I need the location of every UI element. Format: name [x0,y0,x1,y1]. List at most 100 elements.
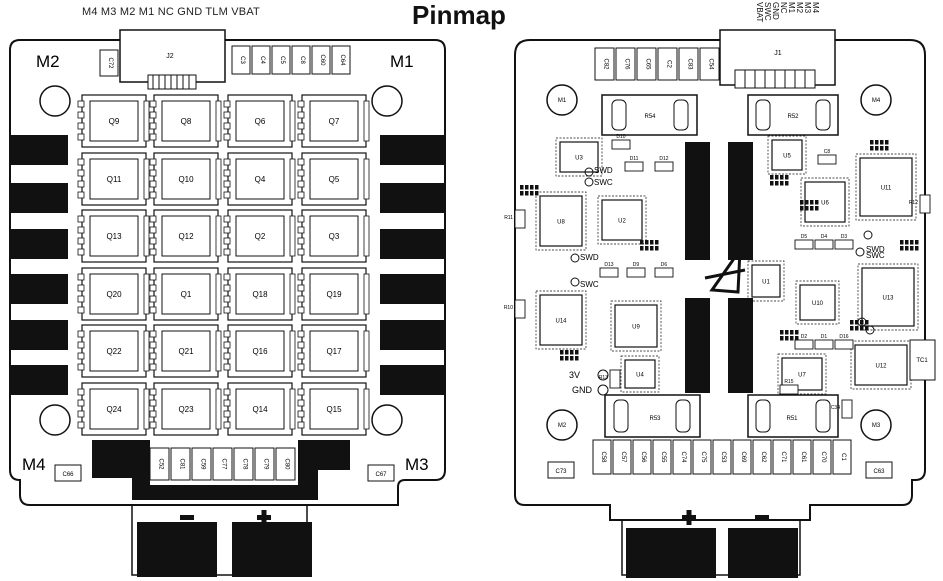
mosfet-label: Q12 [178,232,194,241]
mosfet: Q10 [149,152,222,206]
capacitor: C80 [275,447,296,481]
capacitor: C54 [699,47,720,81]
capacitor: C5 [271,45,291,75]
left-connector-j2 [119,29,226,83]
mosfet-label: Q7 [329,117,340,126]
small-component-label: C8 [824,149,831,155]
small-component-label: D6 [661,262,668,268]
capacitor-label: C77 [221,458,227,470]
mosfet-label: Q8 [181,117,192,126]
left-connector-label: J2 [166,53,174,60]
pad-label: SWD [594,166,613,175]
mosfet-label: Q13 [106,232,122,241]
small-component: D3 [834,234,854,250]
mosfet-label: Q21 [178,347,194,356]
mosfet-label: Q2 [255,232,266,241]
capacitor-label: C5 [279,56,285,64]
capacitor: C78 [233,447,254,481]
right-signal-label: M2 [795,2,804,14]
ic-chip: U4 [620,355,660,393]
capacitor: C65 [636,47,657,81]
brand-logo-mark [704,244,746,294]
left-signal-header: M4 M3 M2 M1 NC GND TLM VBAT [82,6,260,18]
mosfet-label: Q15 [326,405,342,414]
capacitor: C71 [772,439,792,475]
right-signal-label: GND [771,2,780,20]
right-mount-hole-label: M1 [558,98,567,104]
pad-label: SWD [866,245,885,254]
capacitor: C55 [652,439,672,475]
mosfet-label: Q14 [252,405,268,414]
right-mount-hole-label: M4 [872,98,881,104]
pad-cluster [520,185,539,196]
capacitor: C83 [678,47,699,81]
left-motor-pads-right [380,135,445,395]
pad-cluster [780,330,799,341]
small-component: D6 [654,262,674,278]
left-motor-label-m3: M3 [405,455,429,474]
capacitor-label: C4 [259,56,265,64]
mosfet-label: Q17 [326,347,342,356]
ic-chip-label: U12 [875,364,887,370]
mosfet-label: Q24 [106,405,122,414]
right-debug-pads [570,167,875,396]
capacitor: C61 [792,439,812,475]
pad-cluster [900,240,919,251]
left-corner-cap [54,464,82,482]
small-component-label: D9 [633,262,640,268]
pad-cluster [770,175,789,186]
left-plus-symbol [257,510,271,525]
pad-label: SWC [866,251,885,260]
small-component-label: D16 [839,334,848,340]
small-component-label: R10 [504,305,513,311]
capacitor: C82 [594,47,615,81]
capacitor-label: C61 [800,451,806,463]
pad-label: 3V [569,370,580,380]
mosfet: Q6 [223,94,296,148]
ic-chip: U2 [597,195,647,245]
right-black-pads [685,142,753,393]
capacitor: C79 [254,447,275,481]
right-connector-label: J1 [774,50,782,57]
mosfet: Q20 [77,267,150,321]
small-component-label: R11 [504,215,513,221]
capacitor-label: C56 [640,451,646,463]
pad-label: SWC [580,280,599,289]
ic-chip: U14 [535,290,587,350]
right-mount-hole [860,409,892,441]
capacitor-label: C62 [760,451,766,463]
small-component: D13 [599,262,619,278]
ic-chip: U5 [767,135,807,175]
right-tc1 [909,339,936,381]
mosfet: Q17 [297,324,370,378]
mosfet: Q5 [297,152,370,206]
ic-chip: U9 [610,300,662,352]
pad-label: SWC [594,178,613,187]
mosfet: Q2 [223,209,296,263]
ic-chip-label: U9 [632,325,640,331]
svg-text:R54: R54 [644,114,656,120]
mosfet: Q8 [149,94,222,148]
pad-cluster [870,140,889,151]
pad-label: SWD [580,253,599,262]
svg-text:R51: R51 [786,416,798,422]
ic-chip-label: U8 [557,220,565,226]
mosfet: Q16 [223,324,296,378]
capacitor-label: C52 [158,458,164,470]
capacitor-label: C79 [263,458,269,470]
pad-cluster [850,320,869,331]
capacitor-label: C64 [339,54,345,66]
capacitor-label: C57 [620,451,626,463]
left-cap-c72-label: C72 [107,57,113,69]
capacitor: C64 [331,45,351,75]
capacitor: C57 [612,439,632,475]
small-component-label: R13 [599,375,608,381]
capacitor: C75 [692,439,712,475]
mosfet: Q11 [77,152,150,206]
right-signal-label: NC [779,2,788,14]
